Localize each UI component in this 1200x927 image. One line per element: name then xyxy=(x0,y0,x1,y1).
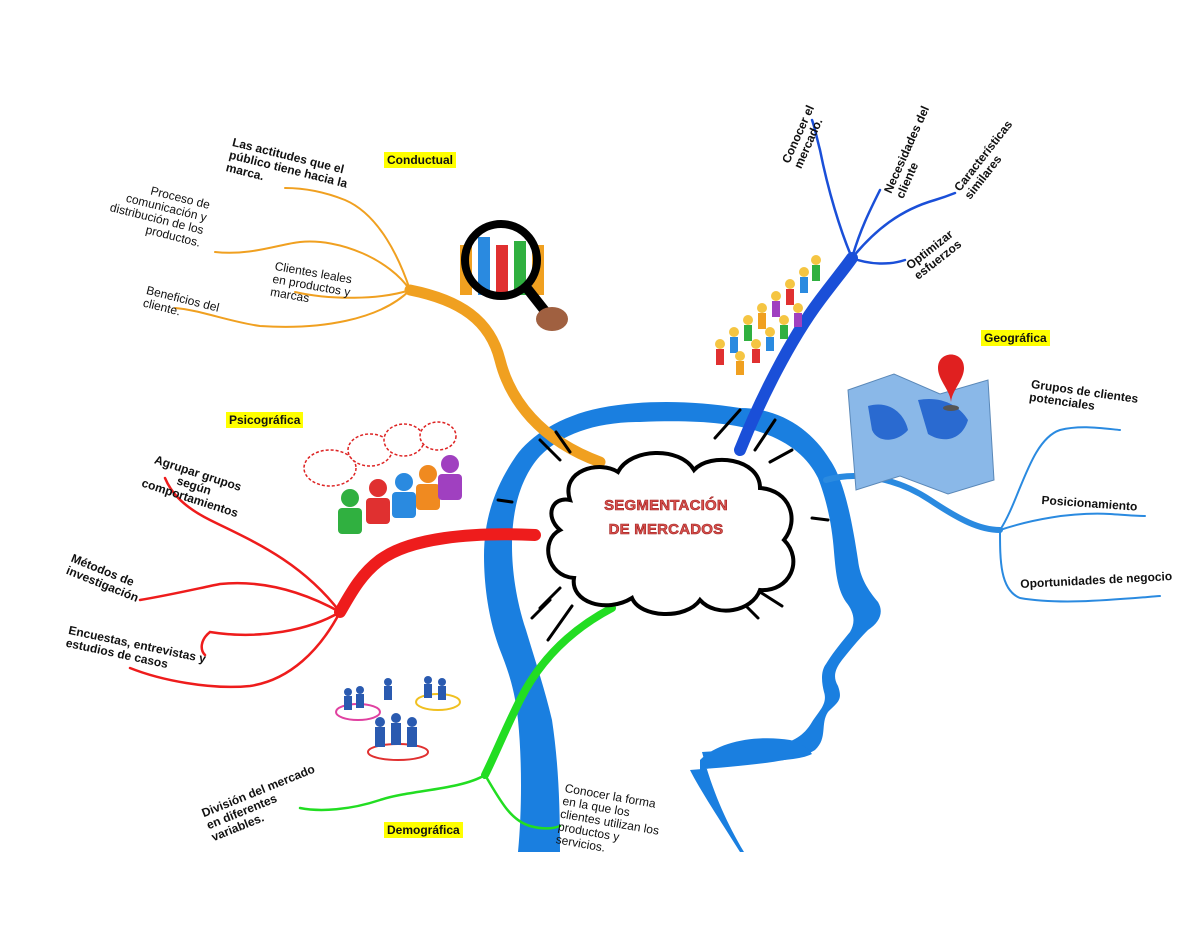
map-pin-icon xyxy=(847,354,995,495)
category-demografica: Demográfica xyxy=(384,822,463,838)
category-geografica: Geográfica xyxy=(981,330,1050,346)
head-silhouette xyxy=(484,402,881,852)
people-groups-icon xyxy=(328,662,478,762)
magnifier-people-icon xyxy=(460,220,568,331)
branch-psicografica xyxy=(128,476,541,689)
branch-necesidades xyxy=(734,118,957,456)
branch-conductual xyxy=(174,187,606,468)
branch-demografica xyxy=(298,604,616,830)
center-title-line1: SEGMENTACIÓN xyxy=(604,497,728,515)
category-conductual: Conductual xyxy=(384,152,456,168)
category-psicografica: Psicográfica xyxy=(226,412,304,428)
people-thinking-icon xyxy=(303,421,462,534)
center-title: SEGMENTACIÓN DE MERCADOS xyxy=(556,494,776,542)
people-crowd-icon xyxy=(715,255,821,375)
center-cloud xyxy=(496,408,830,642)
center-title-line2: DE MERCADOS xyxy=(608,521,724,539)
